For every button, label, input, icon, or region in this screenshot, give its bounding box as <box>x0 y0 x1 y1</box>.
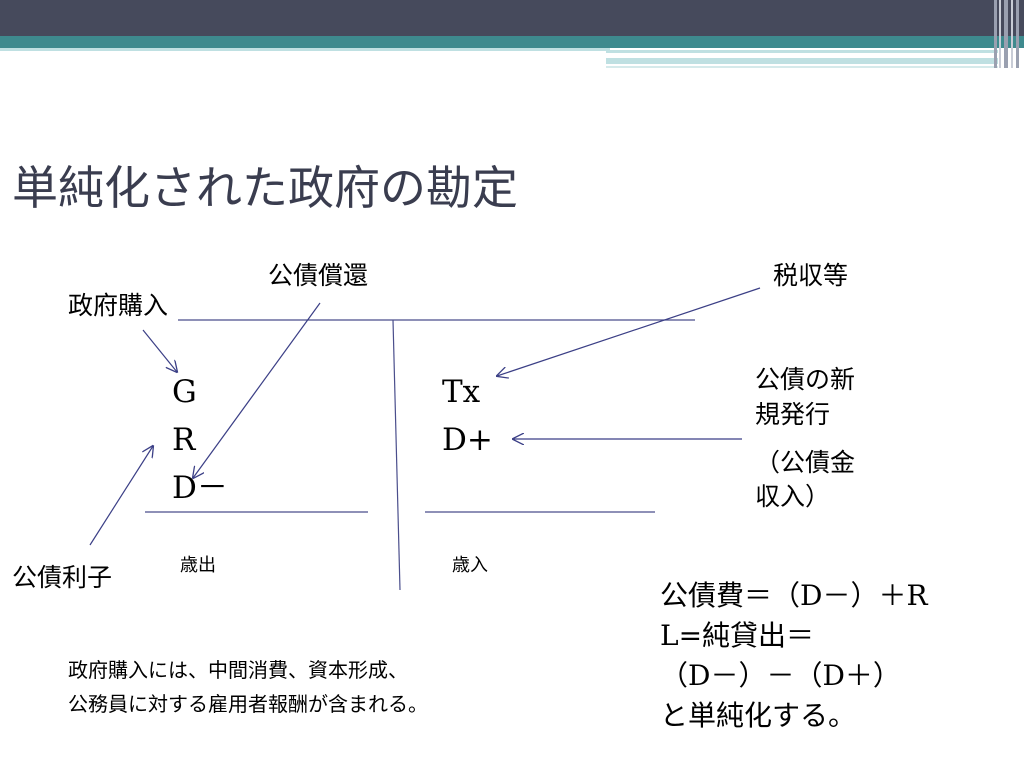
header-band-light <box>0 48 610 51</box>
debt-interest-label: 公債利子 <box>12 563 113 592</box>
note-line: 公務員に対する雇用者報酬が含まれる。 <box>68 692 428 716</box>
new-debt-issue-label-line: （公債金 <box>755 448 856 477</box>
header-stripe <box>606 50 998 53</box>
arrow-tax-revenue <box>497 287 761 376</box>
formula-line: （D－）－（D＋） <box>660 659 901 692</box>
formula-line: L=純貸出＝ <box>660 619 815 652</box>
arrow-government-purchases <box>142 329 177 372</box>
header-band-dark <box>0 0 1024 36</box>
header-vertical-stripe <box>1004 0 1008 68</box>
expenditure-item-r: R <box>172 422 196 458</box>
header-vertical-stripe <box>999 0 1001 68</box>
revenue-item-d-plus: D+ <box>442 422 493 458</box>
revenue-label: 歳入 <box>452 555 488 576</box>
header-vertical-stripe <box>1016 0 1019 68</box>
header-vertical-stripe <box>994 0 997 68</box>
expenditure-item-g: G <box>172 374 197 410</box>
arrow-debt-redemption <box>193 302 321 478</box>
t-account-center-rule <box>392 319 401 591</box>
slide-title: 単純化された政府の勘定 <box>12 161 518 215</box>
tax-revenue-label: 税収等 <box>773 261 849 290</box>
note-line: 政府購入には、中間消費、資本形成、 <box>68 658 408 682</box>
debt-redemption-label: 公債償還 <box>268 261 369 290</box>
formula-line: と単純化する。 <box>660 699 857 732</box>
header-stripe <box>606 66 998 68</box>
government-purchases-label: 政府購入 <box>68 291 169 320</box>
formula-line: 公債費＝（D－）＋R <box>660 579 928 612</box>
header-band-teal <box>0 36 1024 48</box>
header-vertical-stripe <box>1011 0 1013 68</box>
expenditure-label: 歳出 <box>180 555 216 576</box>
new-debt-issue-label-line: 収入） <box>755 482 831 511</box>
arrow-debt-interest <box>89 446 153 546</box>
expenditure-item-d-minus: D－ <box>172 470 228 506</box>
new-debt-issue-label-line: 規発行 <box>755 400 831 429</box>
new-debt-issue-label-line: 公債の新 <box>755 365 856 394</box>
revenue-item-tx: Tx <box>442 374 481 410</box>
header-stripe <box>606 58 998 64</box>
